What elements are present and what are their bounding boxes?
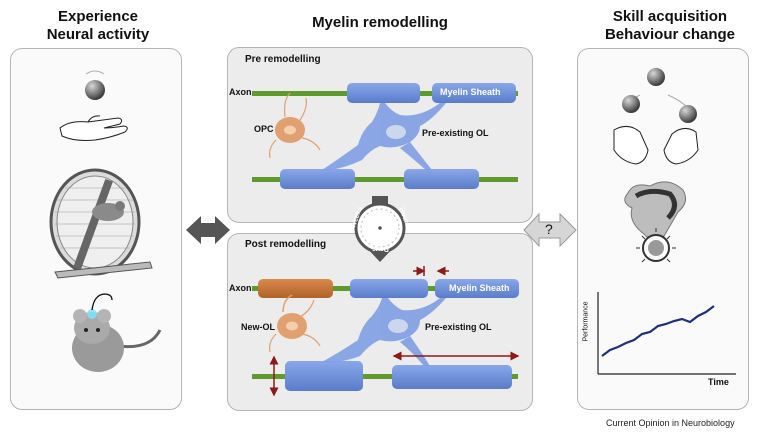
pre-axon-bottom — [252, 177, 518, 182]
pre-myelin-sheath-3 — [280, 169, 355, 189]
journal-credit: Current Opinion in Neurobiology — [606, 418, 735, 428]
post-pre-existing-ol-label: Pre-existing OL — [425, 322, 492, 332]
pre-myelin-sheath-2 — [432, 83, 516, 103]
question-mark: ? — [545, 221, 553, 237]
post-myelin-sheath-label: Myelin Sheath — [449, 283, 510, 293]
open-hand-icon — [59, 115, 128, 141]
post-pre-existing-ol-cell — [322, 298, 446, 366]
post-myelin-sheath-3 — [285, 361, 363, 391]
brain-icon — [624, 181, 687, 263]
new-ol-label: New-OL — [241, 322, 276, 332]
bidirectional-arrow-left — [186, 216, 230, 244]
node-shortening-arrows — [413, 266, 449, 276]
pre-myelin-sheath-4 — [404, 169, 479, 189]
pre-myelin-sheath-label: Myelin Sheath — [440, 87, 501, 97]
running-wheel-icon — [49, 168, 153, 279]
post-axon-label: Axon — [229, 283, 252, 293]
middle-column-title: Myelin remodelling — [312, 14, 448, 31]
pre-axon-label: Axon — [229, 87, 252, 97]
post-axon-bottom — [252, 374, 518, 379]
post-myelin-sheath-2 — [435, 279, 519, 298]
pre-existing-ol-label: Pre-existing OL — [422, 128, 489, 138]
right-column-title: Skill acquisition Behaviour change — [604, 8, 736, 43]
pre-remodelling-title: Pre remodelling — [245, 54, 321, 65]
bidirectional-arrow-right — [523, 212, 577, 248]
timer-icon — [354, 196, 406, 262]
post-myelin-sheath-1 — [350, 279, 428, 298]
post-remodelling-title: Post remodelling — [245, 239, 327, 250]
graph-xlabel: Time — [708, 377, 729, 387]
pre-myelin-sheath-1 — [347, 83, 420, 103]
pre-existing-ol-cell — [322, 103, 446, 170]
left-column-title: Experience Neural activity — [46, 8, 150, 43]
performance-line — [601, 305, 715, 357]
juggling-icon — [613, 68, 699, 165]
ball-icon — [85, 70, 105, 100]
timer-days-label: Days — [372, 245, 389, 252]
mouse-icon — [72, 293, 162, 372]
pre-opc-label: OPC — [254, 124, 274, 134]
new-myelin-sheath — [258, 279, 333, 298]
new-ol-cell — [269, 294, 321, 353]
performance-graph — [597, 292, 736, 375]
opc-cell — [269, 92, 321, 159]
graph-ylabel: Performance — [582, 301, 590, 342]
post-myelin-sheath-4 — [392, 365, 512, 389]
